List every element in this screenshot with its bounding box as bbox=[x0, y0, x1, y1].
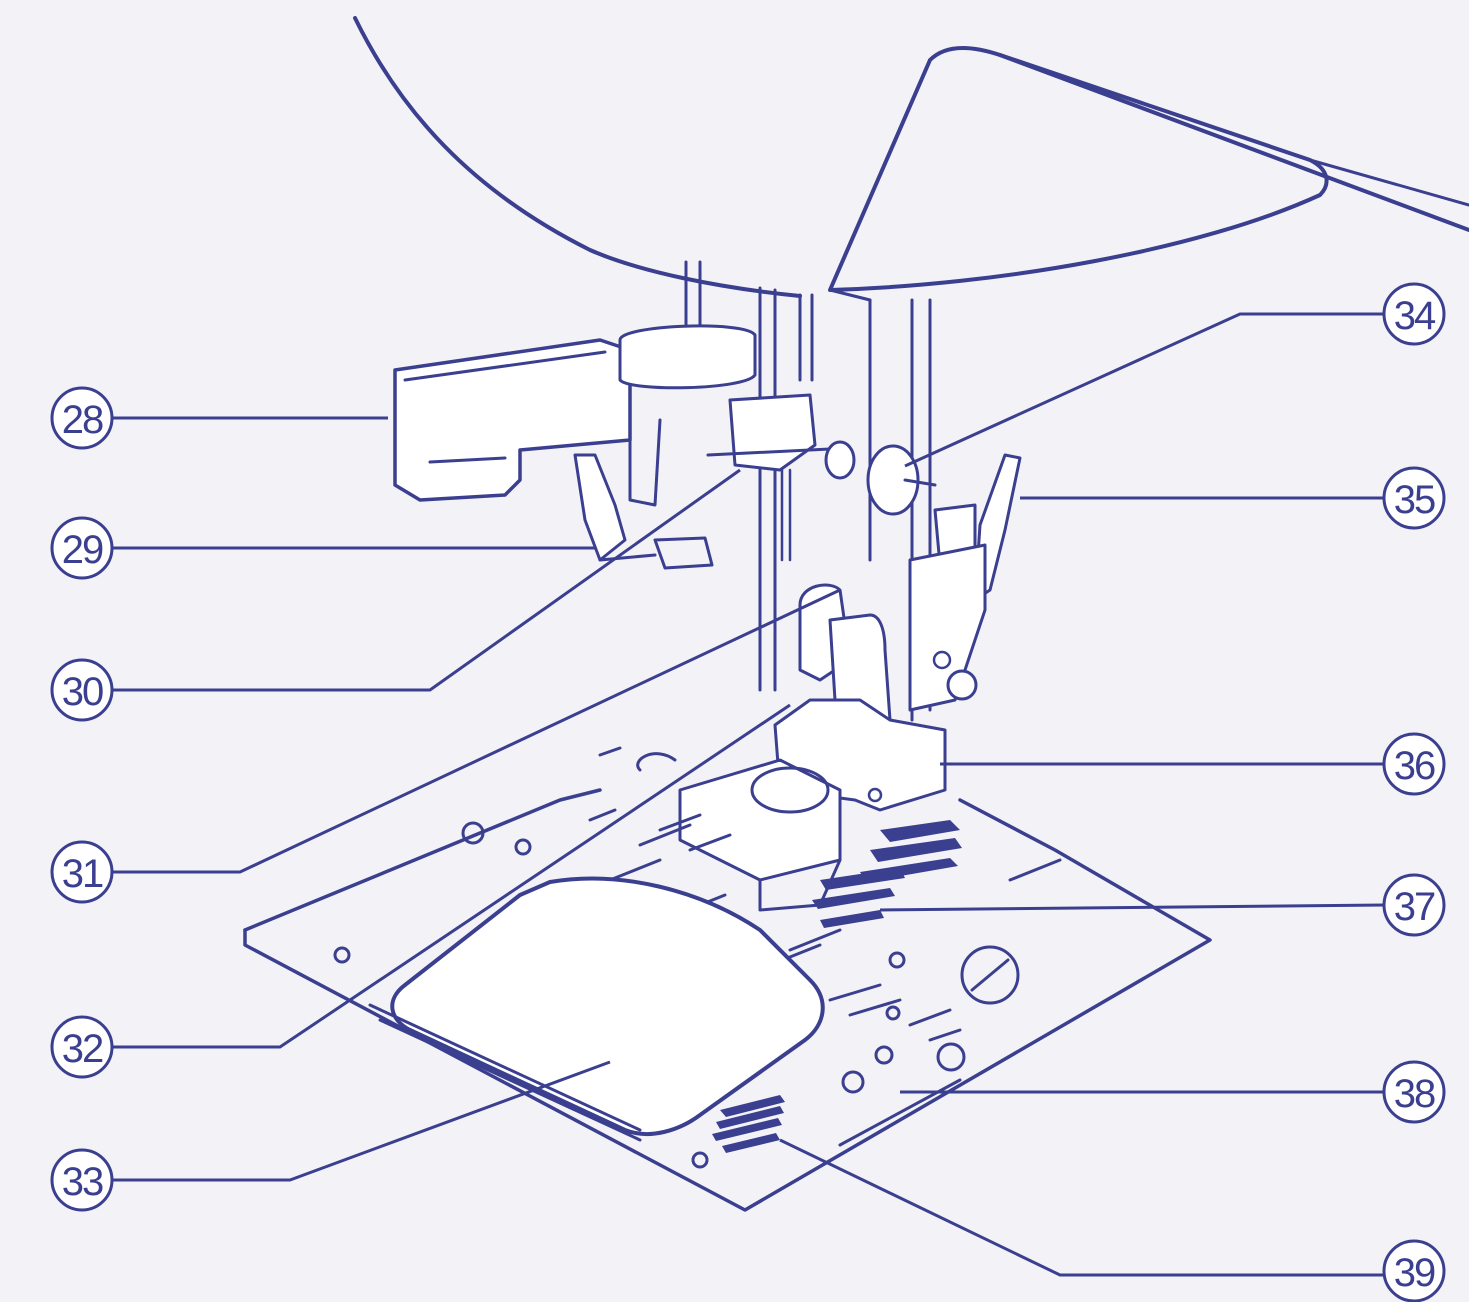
callout-31-label: 31 bbox=[62, 852, 103, 896]
callout-37-label: 37 bbox=[1394, 885, 1435, 929]
callout-34: 34 bbox=[1382, 282, 1446, 346]
presser-foot bbox=[678, 583, 947, 912]
bobbin-cover bbox=[368, 876, 825, 1142]
callout-36-label: 36 bbox=[1394, 744, 1435, 788]
callout-32: 32 bbox=[50, 1015, 114, 1079]
feed-dogs bbox=[812, 820, 962, 928]
callout-38-label: 38 bbox=[1394, 1072, 1435, 1116]
thread-guide-hook bbox=[573, 453, 714, 570]
machine-head bbox=[353, 16, 1469, 302]
callout-28-label: 28 bbox=[62, 398, 103, 442]
callout-30-label: 30 bbox=[62, 670, 103, 714]
buttonhole-lever bbox=[908, 453, 1022, 712]
callout-39: 39 bbox=[1382, 1239, 1446, 1302]
callout-29-label: 29 bbox=[62, 528, 103, 572]
presser-foot-screw bbox=[866, 444, 937, 516]
needle-plate bbox=[243, 746, 1212, 1212]
callout-29: 29 bbox=[50, 516, 114, 580]
needle-threader-lever bbox=[393, 324, 757, 507]
leader-lines bbox=[110, 312, 1386, 1277]
callout-36: 36 bbox=[1382, 732, 1446, 796]
callout-35-label: 35 bbox=[1394, 478, 1435, 522]
callout-35: 35 bbox=[1382, 466, 1446, 530]
callout-38: 38 bbox=[1382, 1060, 1446, 1124]
bobbin-release-markings bbox=[712, 1095, 785, 1153]
callout-37: 37 bbox=[1382, 873, 1446, 937]
callout-33-label: 33 bbox=[62, 1160, 103, 1204]
callout-30: 30 bbox=[50, 658, 114, 722]
callout-34-label: 34 bbox=[1394, 294, 1436, 338]
callout-31: 31 bbox=[50, 840, 114, 904]
needle-clamp bbox=[706, 393, 856, 562]
callout-39-label: 39 bbox=[1394, 1251, 1435, 1295]
callout-33: 33 bbox=[50, 1148, 114, 1212]
callout-32-label: 32 bbox=[62, 1027, 103, 1071]
callout-28: 28 bbox=[50, 386, 114, 450]
